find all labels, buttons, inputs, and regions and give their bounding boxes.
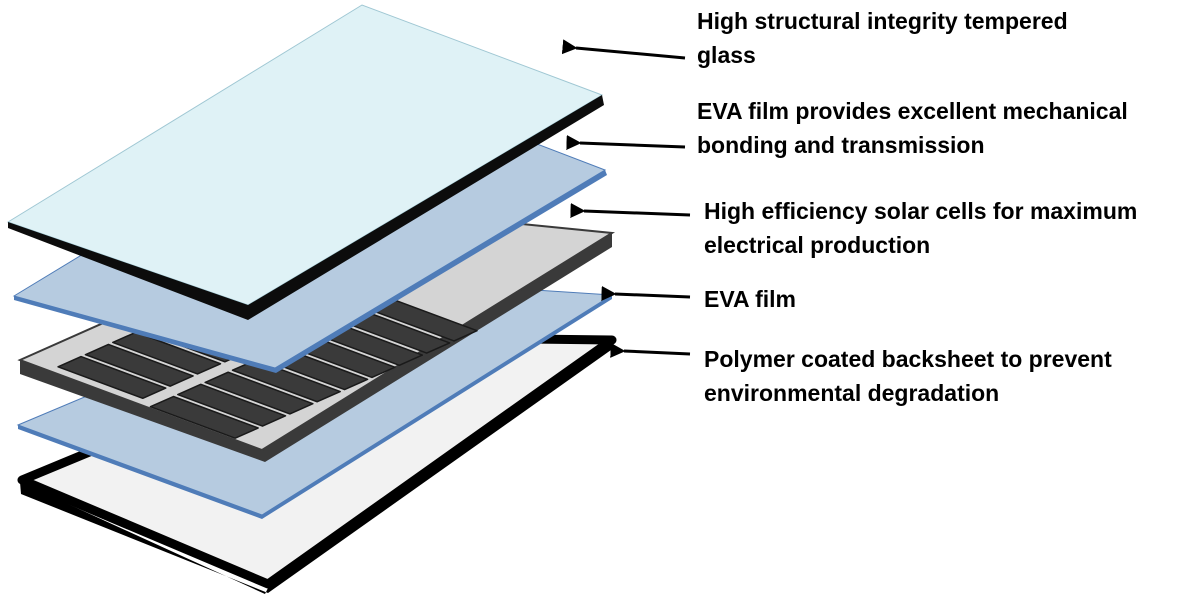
solar-cell — [84, 343, 194, 387]
label-tempered-glass: High structural integrity tempered glass — [697, 8, 1068, 68]
glass-arrow — [561, 39, 686, 60]
label-backsheet: Polymer coated backsheet to prevent envi… — [704, 346, 1112, 406]
solar-cell — [149, 395, 259, 439]
eva-bottom-arrow — [601, 285, 691, 301]
callout-arrows — [561, 39, 691, 358]
label-solar-cells: High efficiency solar cells for maximum … — [704, 198, 1138, 258]
tempered-glass-edge — [8, 95, 604, 320]
solar-cell — [204, 371, 314, 415]
tempered-glass-layer — [6, 4, 604, 320]
backsheet-arrow — [610, 342, 691, 358]
solar-cell — [57, 355, 167, 400]
label-eva-film-bottom: EVA film — [704, 286, 797, 312]
eva-top-arrow — [566, 134, 686, 150]
solar-cells-arrow — [570, 202, 691, 218]
solar-cell — [177, 383, 287, 427]
label-eva-film-top: EVA film provides excellent mechanical b… — [697, 98, 1128, 158]
solar-cell — [112, 331, 222, 375]
